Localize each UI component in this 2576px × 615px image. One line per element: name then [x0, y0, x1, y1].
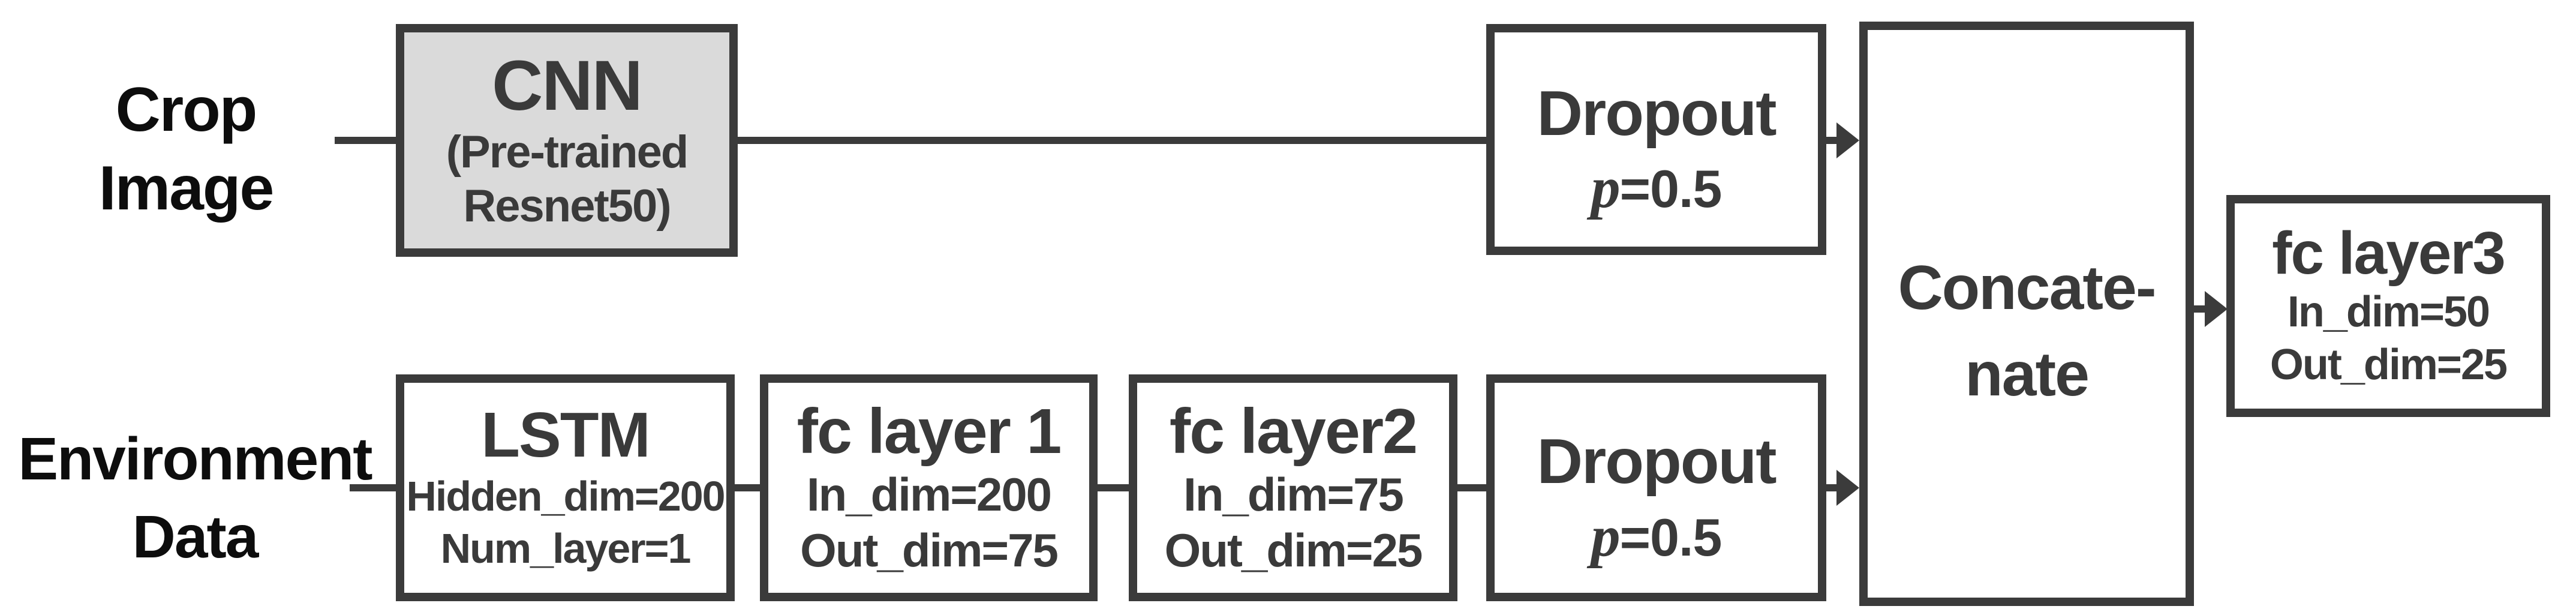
- concatenate-title-line2: nate: [1965, 340, 2090, 409]
- fc-layer3-out-dim: Out_dim=25: [2270, 341, 2508, 389]
- crop-image-label-line1: Crop: [115, 75, 258, 145]
- dropout-top-box: Dropout p=0.5: [1486, 24, 1826, 255]
- lstm-box: LSTM Hidden_dim=200 Num_layer=1: [396, 374, 735, 601]
- cnn-subtitle-line2: Resnet50): [463, 180, 671, 232]
- dropout-top-p-symbol: p: [1591, 155, 1621, 221]
- fc-layer2-out-dim: Out_dim=25: [1164, 524, 1423, 577]
- dropout-top-title: Dropout: [1537, 77, 1777, 149]
- fc-layer2-box: fc layer2 In_dim=75 Out_dim=25: [1129, 374, 1457, 601]
- connector-cnn-to-dropout: [737, 137, 1487, 144]
- dropout-bottom-p-value: =0.5: [1619, 507, 1723, 567]
- crop-image-label-line2: Image: [98, 154, 275, 224]
- cnn-title: CNN: [492, 46, 643, 126]
- fc-layer2-title: fc layer2: [1169, 396, 1418, 467]
- fc-layer1-box: fc layer 1 In_dim=200 Out_dim=75: [760, 374, 1098, 601]
- crop-image-label: Crop Image: [0, 71, 372, 228]
- dropout-bottom-title: Dropout: [1537, 426, 1777, 497]
- fc-layer1-in-dim: In_dim=200: [806, 467, 1052, 521]
- environment-data-label-line1: Environment: [18, 425, 372, 493]
- concatenate-title-line1: Concate-: [1898, 253, 2157, 323]
- fc-layer2-in-dim: In_dim=75: [1183, 467, 1404, 521]
- connector-environment-to-lstm: [350, 484, 398, 491]
- dropout-top-probability: p=0.5: [1591, 148, 1723, 227]
- environment-data-label: Environment Data: [0, 420, 390, 576]
- fc-layer1-out-dim: Out_dim=75: [800, 524, 1059, 577]
- connector-fc2-to-dropout: [1456, 484, 1488, 491]
- fc-layer3-in-dim: In_dim=50: [2287, 288, 2490, 337]
- connector-fc1-to-fc2: [1096, 484, 1131, 491]
- lstm-hidden-dim: Hidden_dim=200: [406, 472, 725, 520]
- dropout-bottom-p-symbol: p: [1591, 503, 1621, 569]
- cnn-box: CNN (Pre-trained Resnet50): [396, 24, 738, 257]
- dropout-bottom-probability: p=0.5: [1591, 497, 1723, 576]
- fc-layer3-title: fc layer3: [2272, 220, 2506, 287]
- connector-crop-to-cnn: [335, 137, 396, 144]
- dropout-bottom-box: Dropout p=0.5: [1486, 374, 1826, 601]
- fc-layer3-box: fc layer3 In_dim=50 Out_dim=25: [2226, 195, 2550, 417]
- dropout-top-p-value: =0.5: [1619, 159, 1723, 219]
- lstm-title: LSTM: [481, 400, 650, 471]
- arrowhead-fc3-icon: [2205, 291, 2228, 327]
- environment-data-label-line2: Data: [132, 503, 259, 571]
- fc-layer1-title: fc layer 1: [796, 396, 1062, 467]
- cnn-subtitle-line1: (Pre-trained: [446, 127, 689, 178]
- arrow-concatenate-to-fc3: [2193, 305, 2208, 313]
- lstm-num-layer: Num_layer=1: [440, 525, 692, 572]
- arrowhead-dropout-top-icon: [1836, 122, 1859, 158]
- connector-lstm-to-fc1: [733, 484, 762, 491]
- arrowhead-dropout-bottom-icon: [1836, 470, 1859, 506]
- concatenate-box: Concate- nate: [1859, 22, 2194, 606]
